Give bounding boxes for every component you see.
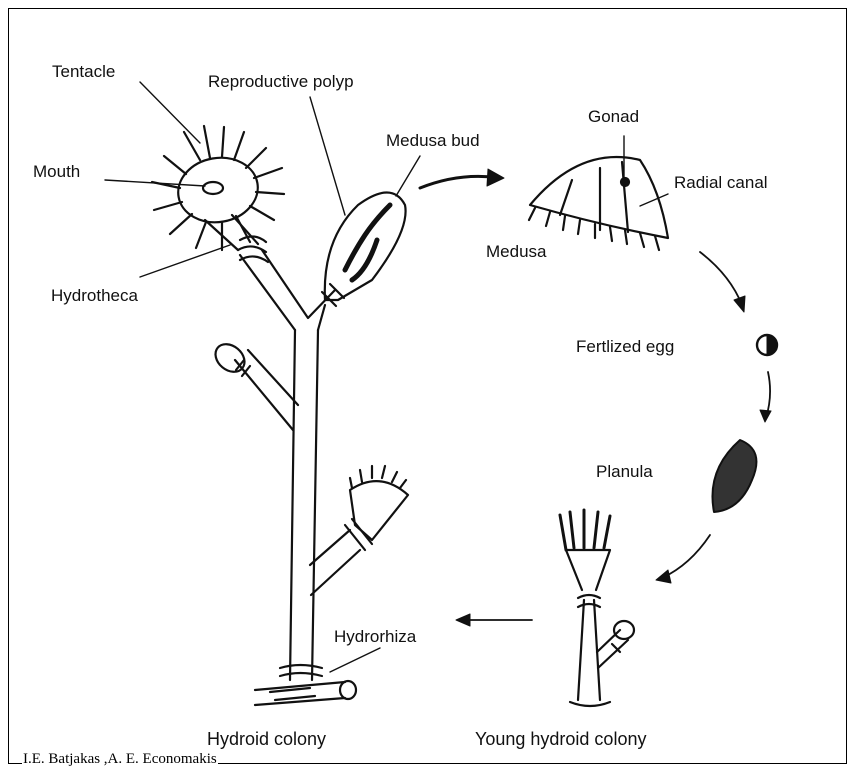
label-tentacle: Tentacle: [52, 63, 115, 80]
label-planula: Planula: [596, 463, 653, 480]
tentacle-leader: [140, 82, 200, 143]
label-young-hydroid-colony: Young hydroid colony: [475, 730, 646, 748]
label-fertilized-egg: Fertlized egg: [576, 338, 674, 355]
label-hydroid-colony: Hydroid colony: [207, 730, 326, 748]
planula-drawing: [712, 440, 756, 512]
label-medusa-bud: Medusa bud: [386, 132, 480, 149]
medusa-drawing: [529, 136, 668, 250]
reproductive-polyp-leader: [310, 97, 345, 215]
label-reproductive-polyp: Reproductive polyp: [208, 73, 354, 90]
hydrorhiza-leader: [330, 648, 380, 672]
credit-text: I.E. Batjakas ,A. E. Economakis: [22, 752, 218, 767]
hydroid-colony-drawing: [152, 126, 408, 705]
radial-canal-leader: [640, 194, 668, 206]
young-hydroid-colony-drawing: [560, 510, 634, 706]
label-hydrotheca: Hydrotheca: [51, 287, 138, 304]
label-radial-canal: Radial canal: [674, 174, 768, 191]
medusa-bud-leader: [396, 156, 420, 196]
mouth-leader: [105, 180, 205, 186]
label-medusa: Medusa: [486, 243, 546, 260]
label-gonad: Gonad: [588, 108, 639, 125]
label-hydrorhiza: Hydrorhiza: [334, 628, 416, 645]
label-mouth: Mouth: [33, 163, 80, 180]
hydrotheca-leader: [140, 245, 230, 277]
